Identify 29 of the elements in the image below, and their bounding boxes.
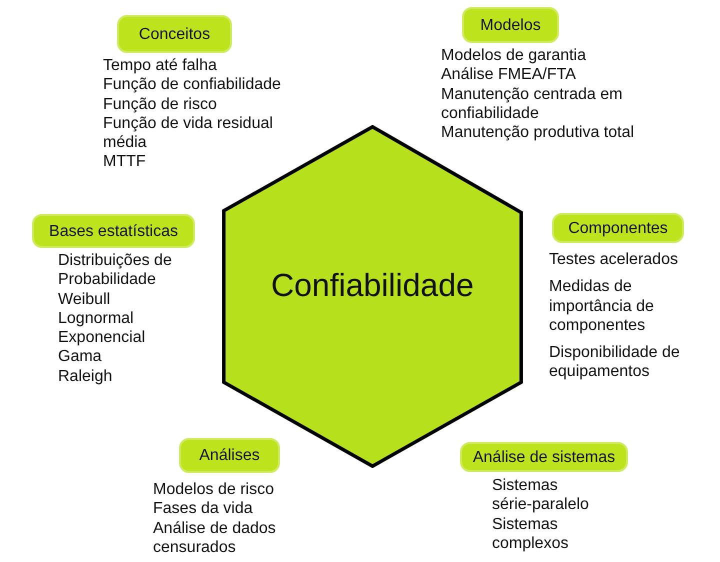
topic-item: Manutenção produtiva total — [441, 123, 634, 142]
category-label: Análises — [179, 438, 280, 473]
category-label: Bases estatísticas — [32, 214, 195, 248]
topic-item: Sistemas complexos — [492, 514, 570, 554]
topic-item: Exponencial — [58, 328, 146, 348]
topic-item: Função de vida residual média — [103, 114, 274, 152]
topic-item: Modelos de risco — [153, 480, 274, 500]
topic-item: Fases da vida — [153, 499, 253, 519]
topic-item: Tempo até falha — [103, 56, 217, 76]
category-label: Análise de sistemas — [460, 442, 628, 472]
category-label: Componentes — [552, 213, 684, 243]
topic-item: Testes acelerados — [549, 250, 678, 270]
topic-item: Disponibilidade de equipamentos — [549, 343, 681, 382]
topic-item: Weibull — [58, 290, 110, 309]
topic-item: Raleigh — [58, 366, 112, 386]
topic-item: Sistemas série-paralelo — [492, 476, 590, 515]
topic-item: Lognormal — [58, 308, 134, 328]
topic-item: Função de risco — [103, 94, 217, 114]
category-label: Modelos — [462, 7, 559, 43]
hub-title: Confiabilidade — [271, 267, 474, 303]
topic-item: Análise de dados censurados — [153, 518, 277, 558]
topic-item: Medidas de importância de componentes — [549, 277, 655, 336]
category-label: Conceitos — [117, 15, 232, 53]
topic-item: MTTF — [103, 152, 146, 172]
topic-item: Função de confiabilidade — [103, 75, 281, 95]
topic-item: Modelos de garantia — [441, 46, 586, 66]
topic-item: Gama — [58, 347, 102, 367]
topic-item: Distribuições de Probabilidade — [58, 251, 173, 290]
topic-item: Análise FMEA/FTA — [441, 65, 576, 85]
